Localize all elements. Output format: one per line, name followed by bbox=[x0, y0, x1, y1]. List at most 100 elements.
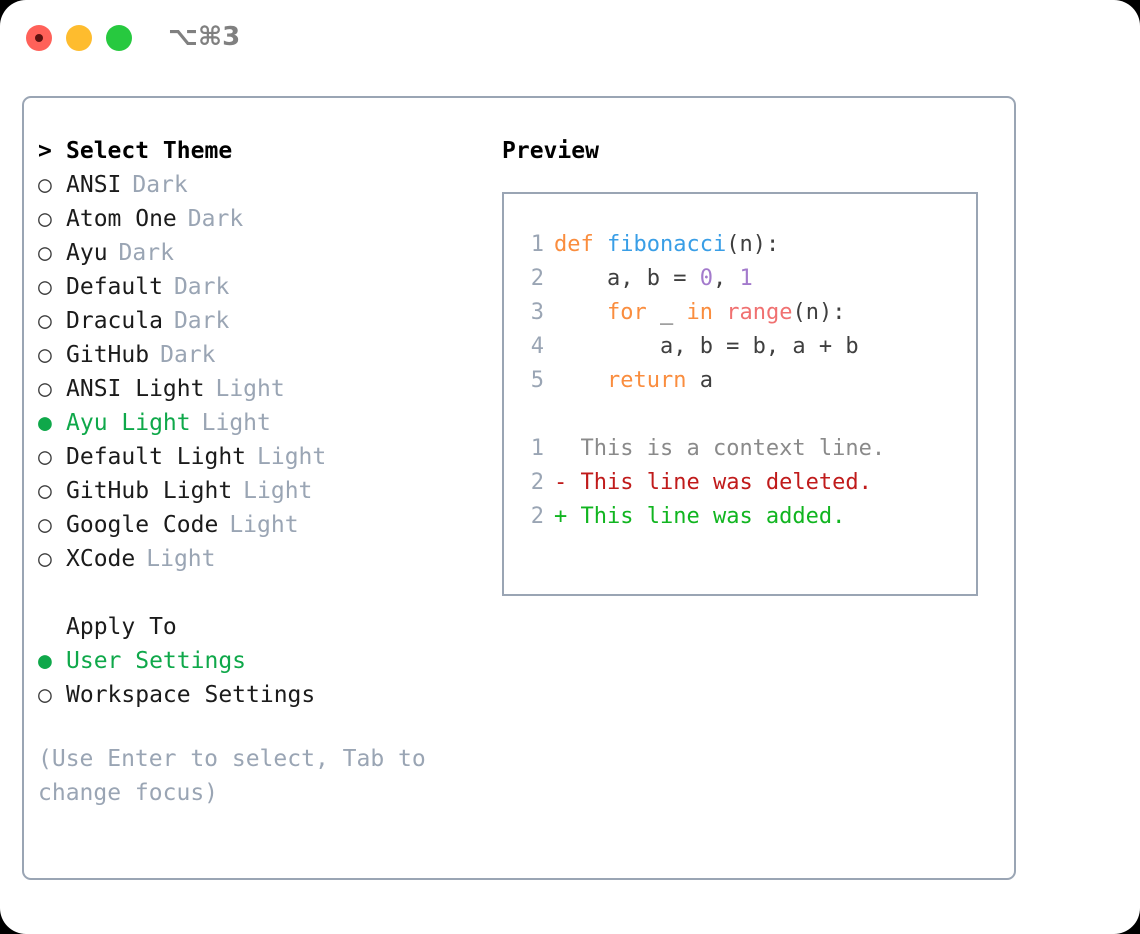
diff-text: This line was added. bbox=[580, 504, 846, 529]
code-token: a, b = bbox=[554, 266, 700, 291]
apply-to-option-label: Workspace Settings bbox=[66, 682, 316, 708]
radio-selected-icon: ● bbox=[38, 648, 52, 674]
code-diff-gap bbox=[518, 398, 976, 432]
code-line-number: 5 bbox=[530, 368, 544, 393]
theme-option-tag: Light bbox=[257, 444, 327, 470]
radio-unselected-icon: ○ bbox=[38, 682, 52, 708]
code-token: (n): bbox=[792, 300, 846, 325]
traffic-light-group bbox=[26, 25, 132, 51]
radio-selected-icon: ● bbox=[38, 410, 52, 436]
radio-unselected-icon: ○ bbox=[38, 444, 52, 470]
theme-option-label: Google Code bbox=[66, 512, 219, 538]
minimize-button[interactable] bbox=[66, 25, 92, 51]
radio-unselected-icon: ○ bbox=[38, 512, 52, 538]
theme-option-label: Ayu bbox=[66, 240, 108, 266]
theme-option-tag: Dark bbox=[118, 240, 174, 266]
theme-option-tag: Light bbox=[229, 512, 299, 538]
theme-option-label: Default bbox=[66, 274, 163, 300]
code-token: a, b = b, a + b bbox=[554, 334, 859, 359]
theme-option-github-light[interactable]: ○ GitHub Light Light bbox=[38, 474, 478, 508]
theme-option-label: Dracula bbox=[66, 308, 163, 334]
radio-unselected-icon: ○ bbox=[38, 342, 52, 368]
radio-unselected-icon: ○ bbox=[38, 376, 52, 402]
diff-sample: 1 This is a context line. 2- This line wa… bbox=[518, 432, 976, 534]
keyboard-hint: (Use Enter to select, Tab to change focu… bbox=[38, 746, 426, 806]
code-token: range bbox=[726, 300, 793, 325]
apply-to-marker-placeholder: ○ bbox=[38, 610, 66, 644]
theme-option-label: Default Light bbox=[66, 444, 247, 470]
theme-option-dracula[interactable]: ○ Dracula Dark bbox=[38, 304, 478, 338]
code-token: fibonacci bbox=[606, 232, 727, 257]
diff-text: This is a context line. bbox=[580, 436, 886, 461]
apply-to-option-workspace-settings[interactable]: ○ Workspace Settings bbox=[38, 678, 478, 712]
radio-unselected-icon: ○ bbox=[38, 478, 52, 504]
diff-line-number: 2 bbox=[530, 504, 544, 529]
code-line: 3 for _ in range(n): bbox=[518, 296, 976, 330]
apply-to-title: Apply To bbox=[66, 614, 177, 640]
code-line: 1 def fibonacci(n): bbox=[518, 228, 976, 262]
select-theme-header: > Select Theme bbox=[38, 134, 478, 168]
radio-unselected-icon: ○ bbox=[38, 206, 52, 232]
diff-line: 2- This line was deleted. bbox=[518, 466, 976, 500]
theme-option-default-light[interactable]: ○ Default Light Light bbox=[38, 440, 478, 474]
close-button[interactable] bbox=[26, 25, 52, 51]
radio-unselected-icon: ○ bbox=[38, 546, 52, 572]
apply-to-option-user-settings[interactable]: ● User Settings bbox=[38, 644, 478, 678]
theme-option-label: GitHub Light bbox=[66, 478, 233, 504]
theme-option-tag: Dark bbox=[173, 308, 230, 334]
code-line: 5 return a bbox=[518, 364, 976, 398]
preview-title: Preview bbox=[502, 138, 599, 164]
code-token: 0 bbox=[699, 266, 713, 291]
theme-option-tag: Dark bbox=[132, 172, 188, 198]
theme-option-tag: Light bbox=[243, 478, 313, 504]
maximize-button[interactable] bbox=[106, 25, 132, 51]
code-token bbox=[554, 300, 607, 325]
radio-unselected-icon: ○ bbox=[38, 274, 52, 300]
diff-line-number: 2 bbox=[530, 470, 544, 495]
code-token: def bbox=[554, 232, 607, 257]
theme-option-google-code[interactable]: ○ Google Code Light bbox=[38, 508, 478, 542]
window-title: ⌥⌘3 bbox=[168, 22, 241, 52]
diff-marker bbox=[554, 436, 581, 461]
code-token: for bbox=[606, 300, 660, 325]
theme-option-tag: Light bbox=[215, 376, 285, 402]
code-line: 4 a, b = b, a + b bbox=[518, 330, 976, 364]
diff-text: This line was deleted. bbox=[580, 470, 872, 495]
diff-marker: - bbox=[554, 470, 581, 495]
code-line-number: 4 bbox=[530, 334, 544, 359]
apply-to-header: ○ Apply To bbox=[38, 610, 478, 644]
code-token: _ bbox=[659, 300, 687, 325]
code-token: in bbox=[686, 300, 727, 325]
radio-unselected-icon: ○ bbox=[38, 308, 52, 334]
diff-line: 2+ This line was added. bbox=[518, 500, 976, 534]
title-bar: ⌥⌘3 bbox=[0, 0, 1140, 78]
theme-option-tag: Light bbox=[146, 546, 216, 572]
apply-to-option-label: User Settings bbox=[66, 648, 247, 674]
code-token: return bbox=[606, 368, 700, 393]
code-token bbox=[554, 368, 607, 393]
prompt-caret-icon: > bbox=[38, 138, 52, 164]
select-theme-title: Select Theme bbox=[66, 138, 233, 164]
code-token: a bbox=[699, 368, 713, 393]
theme-option-label: GitHub bbox=[66, 342, 150, 368]
code-line-number: 3 bbox=[530, 300, 544, 325]
code-line-number: 1 bbox=[530, 232, 544, 257]
theme-option-tag: Dark bbox=[187, 206, 244, 232]
code-token: (n): bbox=[726, 232, 780, 257]
list-spacer bbox=[38, 576, 478, 610]
diff-line-number: 1 bbox=[530, 436, 544, 461]
